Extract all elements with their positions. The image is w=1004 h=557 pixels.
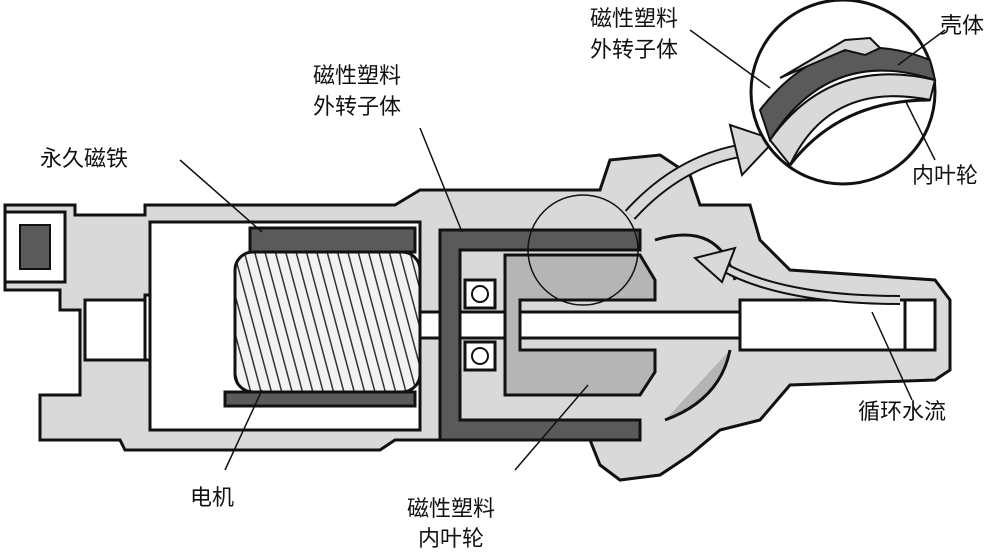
label-permanent-magnet: 永久磁铁: [40, 147, 129, 172]
outlet-tube: [738, 298, 937, 352]
bearings: [463, 278, 497, 372]
label-inner-impeller-bottom-2: 内叶轮: [417, 527, 484, 552]
permanent-magnet-shape: [223, 226, 417, 408]
motor-core: [233, 250, 422, 394]
inner-impeller-shape: [503, 253, 657, 397]
outer-rotor-shape: [438, 228, 642, 442]
label-outer-rotor-zoom-1: 磁性塑料: [589, 7, 678, 32]
label-outer-rotor-top-2: 外转子体: [312, 95, 401, 120]
label-inner-impeller-zoom: 内叶轮: [912, 164, 979, 189]
leader-lines: [179, 29, 946, 471]
label-housing: 壳体: [940, 14, 985, 39]
label-outer-rotor-top-1: 磁性塑料: [312, 64, 401, 89]
label-inner-impeller-bottom-1: 磁性塑料: [406, 497, 495, 522]
label-outer-rotor-zoom-2: 外转子体: [589, 38, 678, 63]
focus-circle: [527, 194, 639, 306]
flow-arrows: [624, 123, 901, 305]
zoom-detail: [749, 0, 937, 186]
label-circulating-flow: 循环水流: [858, 400, 947, 425]
shaft: [418, 310, 742, 340]
label-motor: 电机: [190, 486, 235, 511]
